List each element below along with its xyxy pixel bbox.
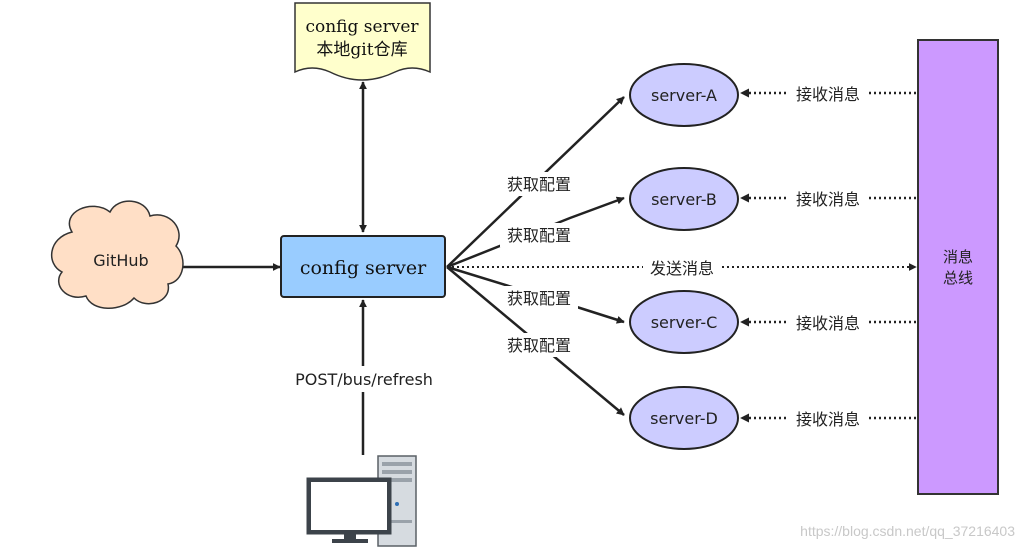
server-a-node: server-A xyxy=(629,63,739,127)
fetch-config-label-a: 获取配置 xyxy=(507,175,571,194)
send-message-label: 发送消息 xyxy=(650,259,714,278)
git-repo-subtitle: 本地git仓库 xyxy=(316,40,407,60)
config-server-label: config server xyxy=(300,257,427,279)
server-d-node: server-D xyxy=(629,386,739,450)
watermark: https://blog.csdn.net/qq_37216403 xyxy=(800,523,1015,539)
git-repo-document: config server 本地git仓库 xyxy=(294,2,431,81)
fetch-config-label-d: 获取配置 xyxy=(507,336,571,355)
receive-message-label-c: 接收消息 xyxy=(796,314,860,333)
git-repo-title: config server xyxy=(305,17,419,37)
receive-message-label-b: 接收消息 xyxy=(796,190,860,209)
server-b-node: server-B xyxy=(629,167,739,231)
github-label: GitHub xyxy=(93,251,148,270)
refresh-endpoint-label: POST/bus/refresh xyxy=(295,370,433,389)
message-bus-node: 消息 总线 xyxy=(917,39,999,495)
server-b-label: server-B xyxy=(651,190,717,209)
bus-label-line2: 总线 xyxy=(943,269,973,287)
config-server-node: config server xyxy=(280,235,446,298)
edge-fetch-c xyxy=(446,265,625,324)
receive-message-label-d: 接收消息 xyxy=(796,410,860,429)
server-a-label: server-A xyxy=(651,86,717,105)
computer-icon xyxy=(306,455,417,547)
bus-label-line1: 消息 xyxy=(943,248,973,266)
github-cloud: GitHub xyxy=(50,200,184,309)
fetch-config-label-b: 获取配置 xyxy=(507,226,571,245)
server-c-node: server-C xyxy=(629,290,739,354)
server-d-label: server-D xyxy=(650,409,718,428)
receive-message-label-a: 接收消息 xyxy=(796,85,860,104)
server-c-label: server-C xyxy=(651,313,718,332)
fetch-config-label-c: 获取配置 xyxy=(507,289,571,308)
edge-fetch-b xyxy=(446,196,625,269)
